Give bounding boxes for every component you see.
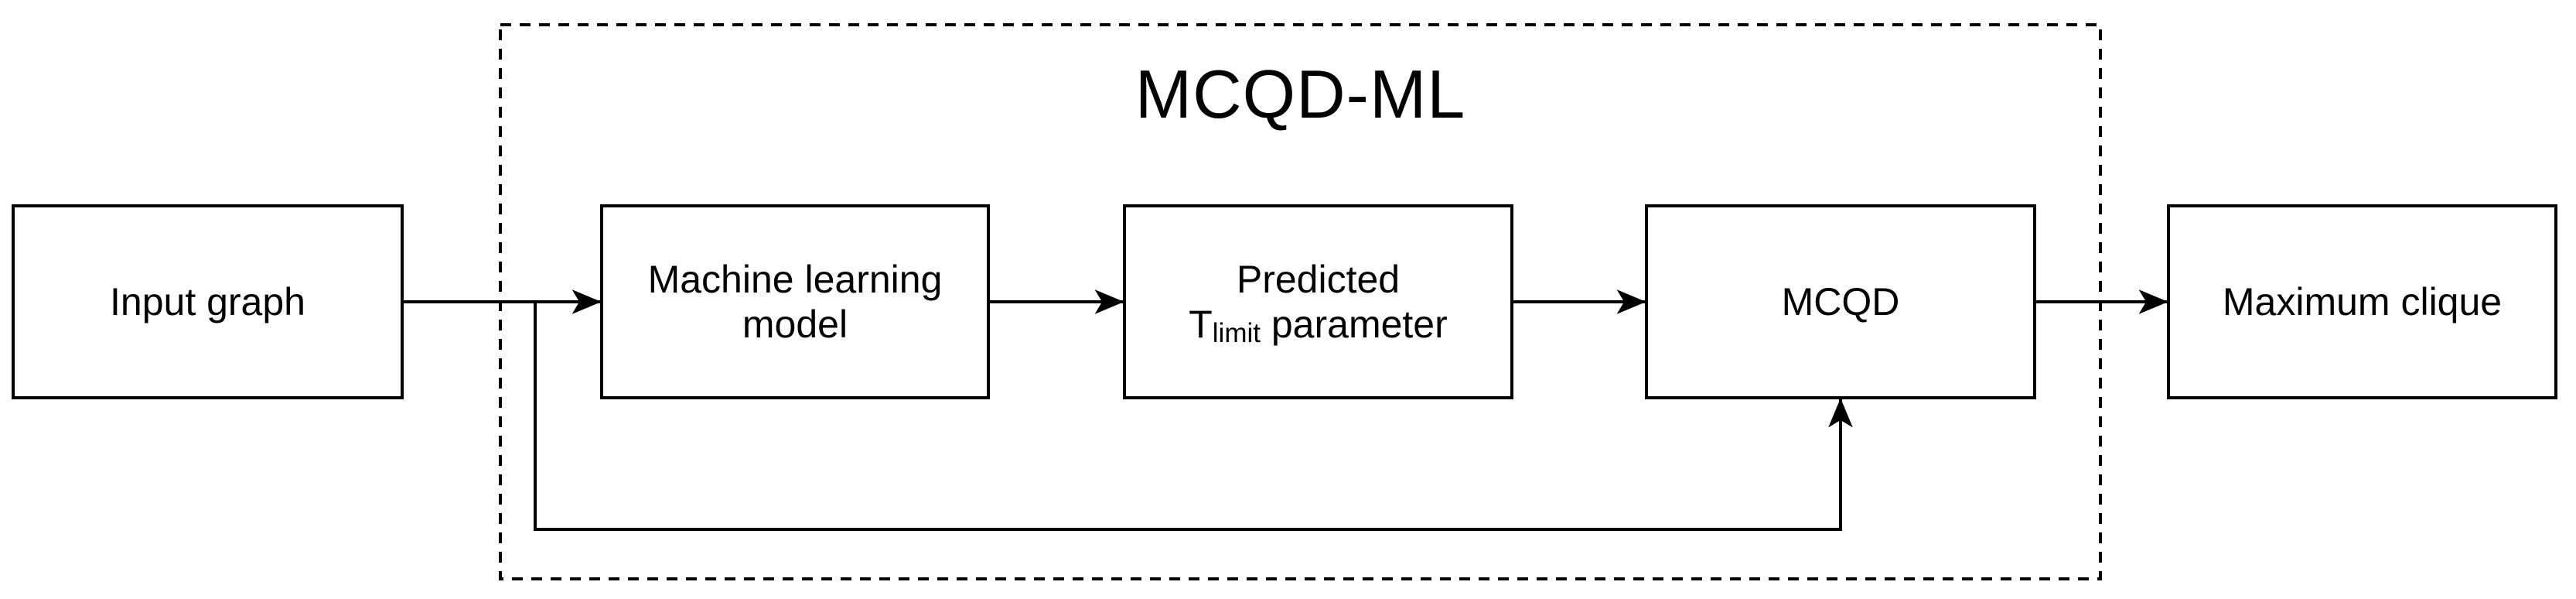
node-ml-model-label-line2: model bbox=[742, 303, 848, 346]
node-predicted-label-line2: Tlimit parameter bbox=[1189, 302, 1448, 347]
node-predicted-tlimit-parameter: Predicted Tlimit parameter bbox=[1123, 204, 1513, 399]
tlimit-symbol-subscript: limit bbox=[1212, 318, 1261, 349]
node-predicted-label-line2-rest: parameter bbox=[1260, 303, 1448, 346]
node-mcqd-label: MCQD bbox=[1781, 280, 1900, 323]
tlimit-symbol-base: T bbox=[1189, 303, 1213, 346]
node-maximum-clique: Maximum clique bbox=[2167, 204, 2557, 399]
node-mcqd: MCQD bbox=[1645, 204, 2036, 399]
node-input-graph: Input graph bbox=[12, 204, 404, 399]
arrow-input-bypass-to-mcqd bbox=[534, 302, 1853, 531]
node-maximum-clique-label: Maximum clique bbox=[2222, 280, 2503, 323]
node-predicted-label-line1: Predicted bbox=[1236, 258, 1401, 301]
node-ml-model-label-line1: Machine learning bbox=[647, 258, 943, 301]
node-input-graph-label: Input graph bbox=[110, 280, 305, 323]
node-machine-learning-model: Machine learning model bbox=[600, 204, 990, 399]
group-title: MCQD-ML bbox=[1134, 56, 1466, 132]
